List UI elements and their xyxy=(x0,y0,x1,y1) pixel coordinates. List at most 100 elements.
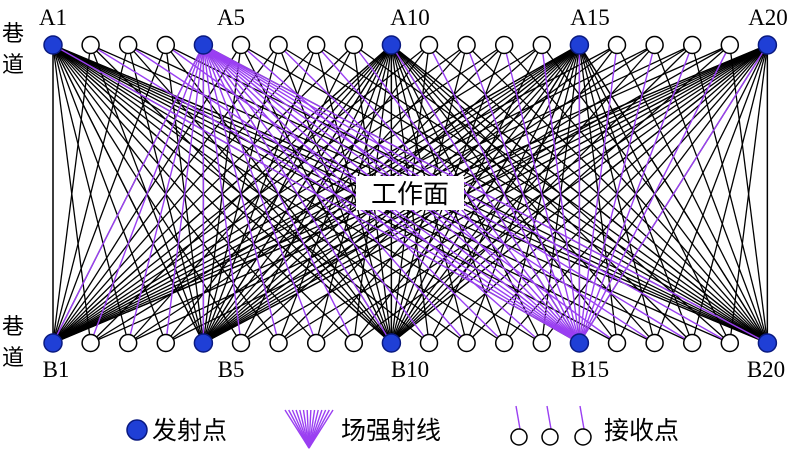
field-ray-line xyxy=(89,44,205,344)
bottom-roadway-label: 巷 道 xyxy=(2,315,24,371)
field-ray-line xyxy=(202,44,355,344)
top-receiver-point xyxy=(645,35,664,55)
bottom-receiver-point xyxy=(607,333,627,353)
legend-receiver-icon xyxy=(510,405,592,446)
field-ray-line xyxy=(353,44,580,344)
bottom-receiver-point xyxy=(645,333,664,353)
legend-transmitter-label: 发射点 xyxy=(152,416,227,445)
top-receiver-point xyxy=(532,35,552,55)
bottom-transmitter-point xyxy=(193,333,214,353)
label-b20: B20 xyxy=(747,357,785,382)
field-ray-line xyxy=(578,44,768,344)
top-transmitter-point xyxy=(193,35,214,55)
label-b5: B5 xyxy=(218,357,245,382)
bottom-transmitter-point xyxy=(381,333,402,353)
field-ray-line xyxy=(202,44,242,344)
field-ray-line xyxy=(52,44,205,344)
sensor-points xyxy=(43,35,778,353)
top-transmitter-point xyxy=(757,35,778,55)
field-ray-line xyxy=(165,44,205,344)
top-transmitter-point xyxy=(43,35,63,55)
legend-receiver-circle xyxy=(510,428,528,446)
field-ray-line xyxy=(127,44,205,344)
bottom-receiver-point xyxy=(269,333,288,353)
top-receiver-point xyxy=(494,35,514,55)
top-receiver-point xyxy=(306,35,326,55)
label-a5: A5 xyxy=(217,5,245,30)
bottom-roadway-char-2: 道 xyxy=(2,346,24,371)
bottom-receiver-point xyxy=(118,333,138,353)
field-ray-line xyxy=(202,44,317,344)
label-b15: B15 xyxy=(571,357,609,382)
field-ray-line xyxy=(578,44,656,344)
field-ray-line xyxy=(90,44,580,344)
field-ray-line xyxy=(541,44,581,344)
legend-receiver-label: 接收点 xyxy=(604,416,679,445)
bottom-receiver-point xyxy=(306,333,326,353)
field-ray-line xyxy=(390,44,580,344)
label-a15: A15 xyxy=(570,5,610,30)
bottom-transmitter-point xyxy=(757,333,778,353)
top-receiver-point xyxy=(607,35,627,55)
bottom-receiver-point xyxy=(682,333,702,353)
bottom-transmitter-point xyxy=(43,333,63,353)
label-a20: A20 xyxy=(748,5,788,30)
bottom-roadway-char-1: 巷 xyxy=(2,315,24,340)
legend-receiver-ray xyxy=(579,405,585,430)
field-ray-line xyxy=(503,44,581,344)
legend-transmitter-icon xyxy=(126,419,148,441)
top-receiver-point xyxy=(231,35,251,55)
bottom-transmitter-point xyxy=(569,333,590,353)
field-ray-line xyxy=(578,44,731,344)
field-ray-line xyxy=(52,44,580,344)
bottom-receiver-point xyxy=(494,333,514,353)
bottom-receiver-point xyxy=(156,333,176,353)
bottom-receiver-point xyxy=(720,333,740,353)
bottom-receiver-point xyxy=(457,333,476,353)
field-ray-line xyxy=(465,44,581,344)
top-receiver-point xyxy=(419,35,439,55)
legend-receiver-circle xyxy=(574,428,592,446)
field-ray-line xyxy=(428,44,581,344)
legend-receiver-ray xyxy=(546,405,552,430)
legend-receiver-circle xyxy=(541,428,559,446)
field-ray-line xyxy=(578,44,693,344)
legend-field-rays-icon xyxy=(284,409,334,449)
ray-paths xyxy=(52,44,769,344)
center-label-backing xyxy=(356,176,464,210)
bottom-receiver-point xyxy=(231,333,251,353)
label-a1: A1 xyxy=(39,5,67,30)
bottom-receiver-point xyxy=(81,333,100,353)
bottom-receiver-point xyxy=(344,333,364,353)
ray-line xyxy=(52,44,129,344)
top-receiver-point xyxy=(344,35,364,55)
top-receiver-point xyxy=(682,35,702,55)
field-ray-line xyxy=(578,44,618,344)
top-receiver-point xyxy=(269,35,288,55)
label-b1: B1 xyxy=(43,357,70,382)
bottom-receiver-point xyxy=(532,333,552,353)
legend-fan-line xyxy=(308,409,334,449)
top-receiver-point xyxy=(457,35,476,55)
bottom-receiver-point xyxy=(419,333,439,353)
ray-line xyxy=(52,44,92,344)
field-ray-line xyxy=(127,44,580,344)
working-face-label: 工作面 xyxy=(371,180,449,210)
top-receiver-point xyxy=(720,35,740,55)
top-roadway-label: 巷 道 xyxy=(2,22,24,78)
top-receiver-point xyxy=(156,35,176,55)
legend-field-rays-label: 场强射线 xyxy=(341,416,441,445)
top-transmitter-point xyxy=(569,35,590,55)
label-b10: B10 xyxy=(391,357,429,382)
legend-receiver-ray xyxy=(515,405,521,430)
ray-line xyxy=(52,44,167,344)
label-a10: A10 xyxy=(390,5,430,30)
top-receiver-point xyxy=(81,35,100,55)
top-roadway-char-1: 巷 xyxy=(2,22,24,47)
top-receiver-point xyxy=(118,35,138,55)
top-transmitter-point xyxy=(381,35,402,55)
legend: 发射点 场强射线 接收点 xyxy=(126,405,679,449)
field-ray-line xyxy=(202,44,280,344)
top-roadway-char-2: 道 xyxy=(2,53,24,78)
